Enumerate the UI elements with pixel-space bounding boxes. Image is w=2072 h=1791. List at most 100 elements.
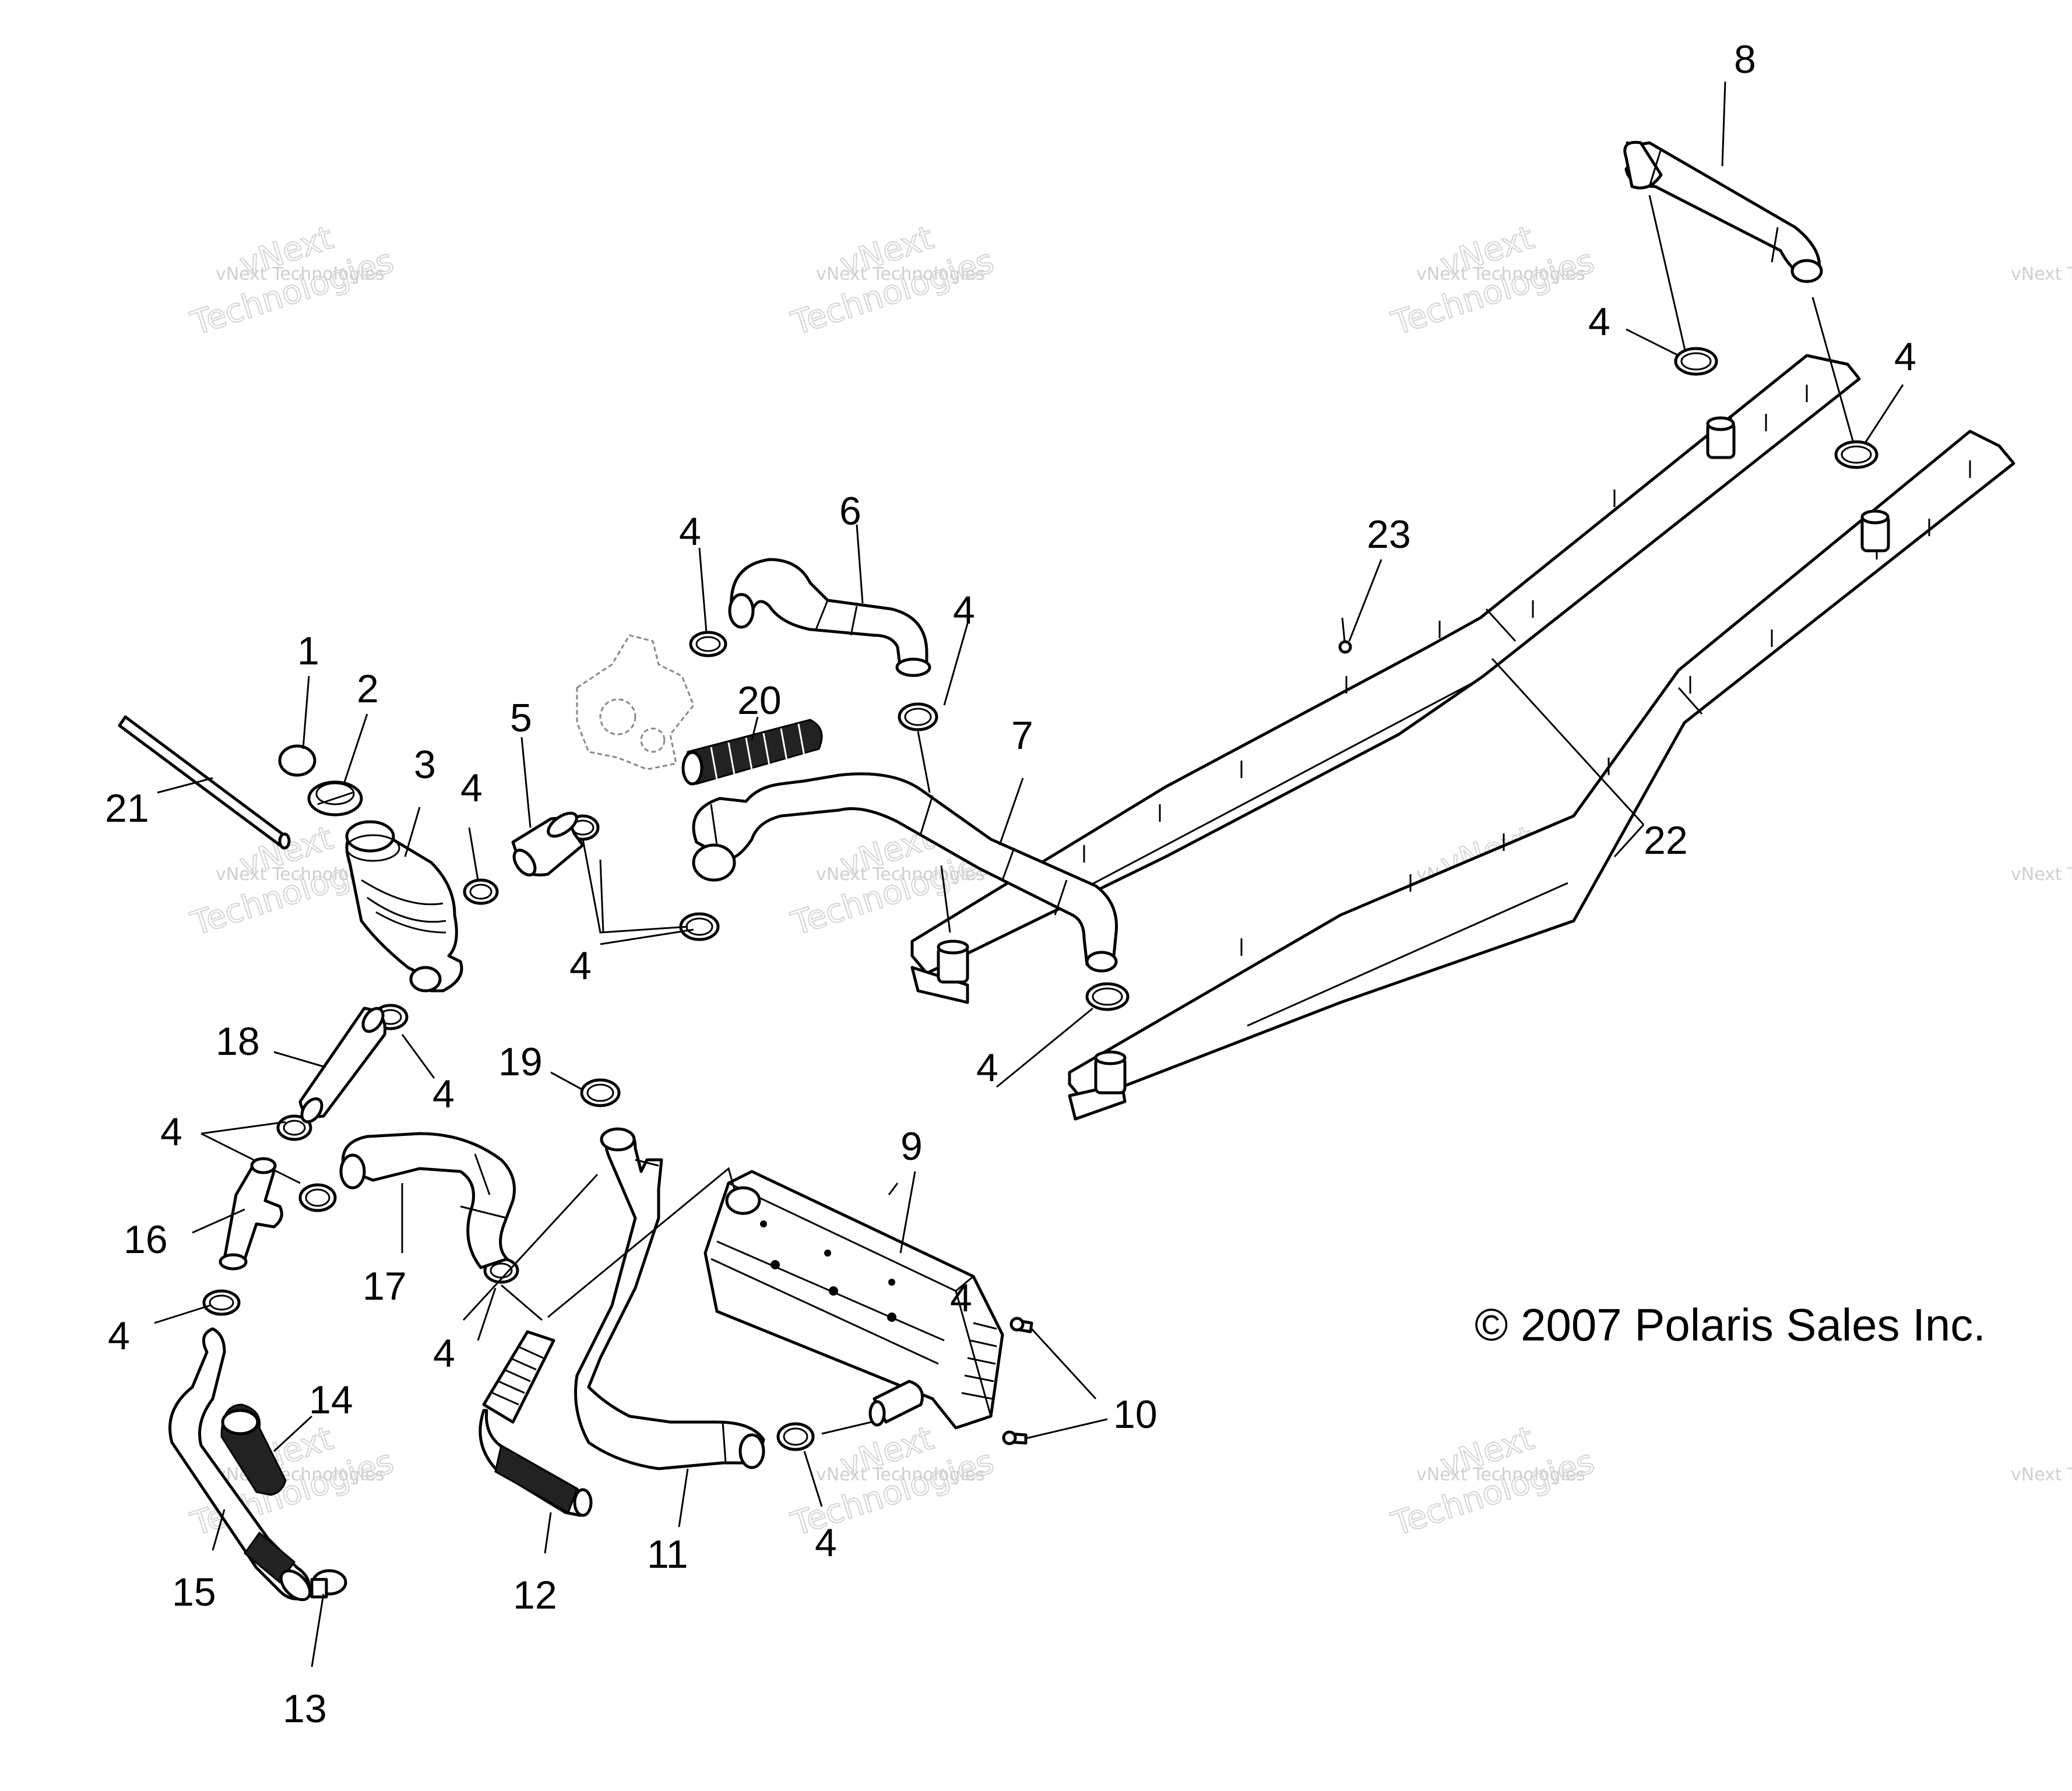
screw-23 — [1338, 617, 1352, 654]
callout-1: 1 — [297, 629, 319, 673]
callout-4: 4 — [432, 1072, 455, 1116]
leader-5 — [520, 737, 532, 828]
hose-clamp — [776, 1422, 815, 1451]
hose-clamp — [689, 631, 727, 657]
callout-23: 23 — [1367, 512, 1411, 557]
coolant-reservoir-3 — [345, 820, 463, 993]
leader-21 — [157, 777, 213, 794]
leader-7-down — [940, 865, 951, 933]
watermark-small-text: vNext Technologies — [816, 264, 985, 284]
leader-4-16 — [154, 1304, 210, 1324]
hose-15 — [168, 1327, 312, 1602]
leader-19 — [550, 1071, 583, 1091]
hose-17 — [339, 1132, 516, 1269]
watermark-small-text: vNext Technologies — [816, 864, 985, 885]
front-heat-exchanger-9 — [703, 1170, 1004, 1430]
leader-8 — [1721, 81, 1726, 167]
callout-labels: 1 2 3 4 4 4 4 4 4 4 4 4 4 4 4 4 5 6 7 8 … — [105, 37, 1916, 1731]
hose-clamp — [580, 1078, 621, 1107]
watermark-small-text: vNext Technologies — [816, 1465, 985, 1485]
pressure-cap-2 — [307, 780, 363, 817]
hose-clamp — [1085, 982, 1130, 1011]
callout-21: 21 — [105, 786, 149, 831]
callout-4: 4 — [460, 766, 483, 810]
leader-4-pair — [200, 1121, 301, 1184]
leader-2 — [343, 713, 368, 784]
leader-6 — [856, 524, 864, 604]
leader-7 — [998, 777, 1024, 846]
callout-4: 4 — [1588, 300, 1610, 344]
leader-4-lower-cross — [462, 1173, 599, 1321]
watermark-small-text: vNext Technologies — [216, 264, 385, 284]
watermark-small-text: vNext Technologies — [2011, 264, 2072, 284]
watermark-9: vNext Technologies vNext Technologies — [1387, 1419, 1599, 1544]
copyright-notice: © 2007 Polaris Sales Inc. — [1475, 1299, 1986, 1350]
callout-4: 4 — [679, 509, 701, 554]
callout-18: 18 — [216, 1019, 260, 1064]
callout-17: 17 — [363, 1264, 407, 1308]
leader-4-17 — [477, 1284, 543, 1341]
leader-4-9 — [821, 1421, 872, 1435]
watermark-small-text: vNext Technologies — [1416, 1465, 1585, 1485]
callout-9: 9 — [900, 1124, 923, 1169]
leader-4-engine — [582, 839, 688, 934]
engine-outline-ghost — [576, 634, 695, 770]
watermark-small-text: vNext Technologies — [2011, 864, 2072, 885]
hose-clamp — [1834, 440, 1878, 469]
hose-14 — [220, 1403, 287, 1496]
watermark-edge-2: vNext Technologies — [2011, 864, 2072, 885]
leader-4-mid — [943, 623, 969, 706]
watermark-3: vNext Technologies vNext Technologies — [1387, 218, 1599, 343]
leader-4-low — [996, 1007, 1093, 1088]
hose-clamp — [298, 1183, 337, 1212]
watermark-edge-1: vNext Technologies — [2011, 264, 2072, 284]
leader-11 — [678, 1468, 689, 1528]
leader-4-right-b — [1864, 384, 1904, 444]
leader-4-top — [698, 547, 708, 633]
callout-4: 4 — [108, 1314, 130, 1358]
leader-4-18 — [401, 1034, 435, 1079]
leader-8-down — [1811, 297, 1855, 444]
leader-7-clamp — [917, 731, 931, 793]
callout-8: 8 — [1734, 37, 1756, 82]
tee-fitting-16 — [219, 1157, 283, 1271]
hose-8 — [1623, 140, 1823, 283]
callout-10: 10 — [1113, 1392, 1158, 1437]
callout-4: 4 — [815, 1521, 837, 1565]
leader-12 — [544, 1512, 552, 1554]
leader-22 — [1491, 657, 1645, 858]
heat-exchanger-studs — [1083, 385, 1808, 863]
hose-clamp — [202, 1289, 241, 1316]
callout-2: 2 — [357, 667, 379, 711]
clamp-13 — [310, 1569, 347, 1599]
callout-19: 19 — [498, 1040, 543, 1084]
leader-15 — [212, 1509, 226, 1551]
corrugation-lines — [710, 723, 805, 780]
screw-10-lower — [1002, 1430, 1028, 1445]
callout-4: 4 — [953, 588, 975, 632]
leader-13 — [311, 1593, 325, 1667]
watermark-2: vNext Technologies vNext Technologies — [786, 218, 999, 343]
hose-11 — [574, 1127, 765, 1470]
leader-20 — [751, 716, 759, 741]
leader-9 — [899, 1171, 916, 1254]
watermark-1: vNext Technologies vNext Technologies — [186, 218, 399, 343]
callout-4: 4 — [1894, 335, 1916, 379]
screw-10-upper — [1009, 1317, 1033, 1333]
callout-20: 20 — [737, 678, 782, 723]
leader-4-lower-mid-b — [599, 859, 604, 933]
watermark-small-text: vNext Technologies — [1416, 264, 1585, 284]
callout-11: 11 — [647, 1532, 688, 1577]
leader-10 — [1025, 1328, 1108, 1440]
leader-1 — [302, 675, 310, 750]
leader-4-res — [468, 827, 479, 881]
hose-18 — [298, 1007, 387, 1124]
heat-exchanger-lower — [1068, 430, 2015, 1121]
gasket-1 — [278, 744, 316, 777]
leader-18 — [273, 1051, 324, 1068]
hose-5 — [511, 811, 585, 877]
hose-7 — [692, 772, 1118, 973]
leader-16 — [192, 1208, 245, 1234]
